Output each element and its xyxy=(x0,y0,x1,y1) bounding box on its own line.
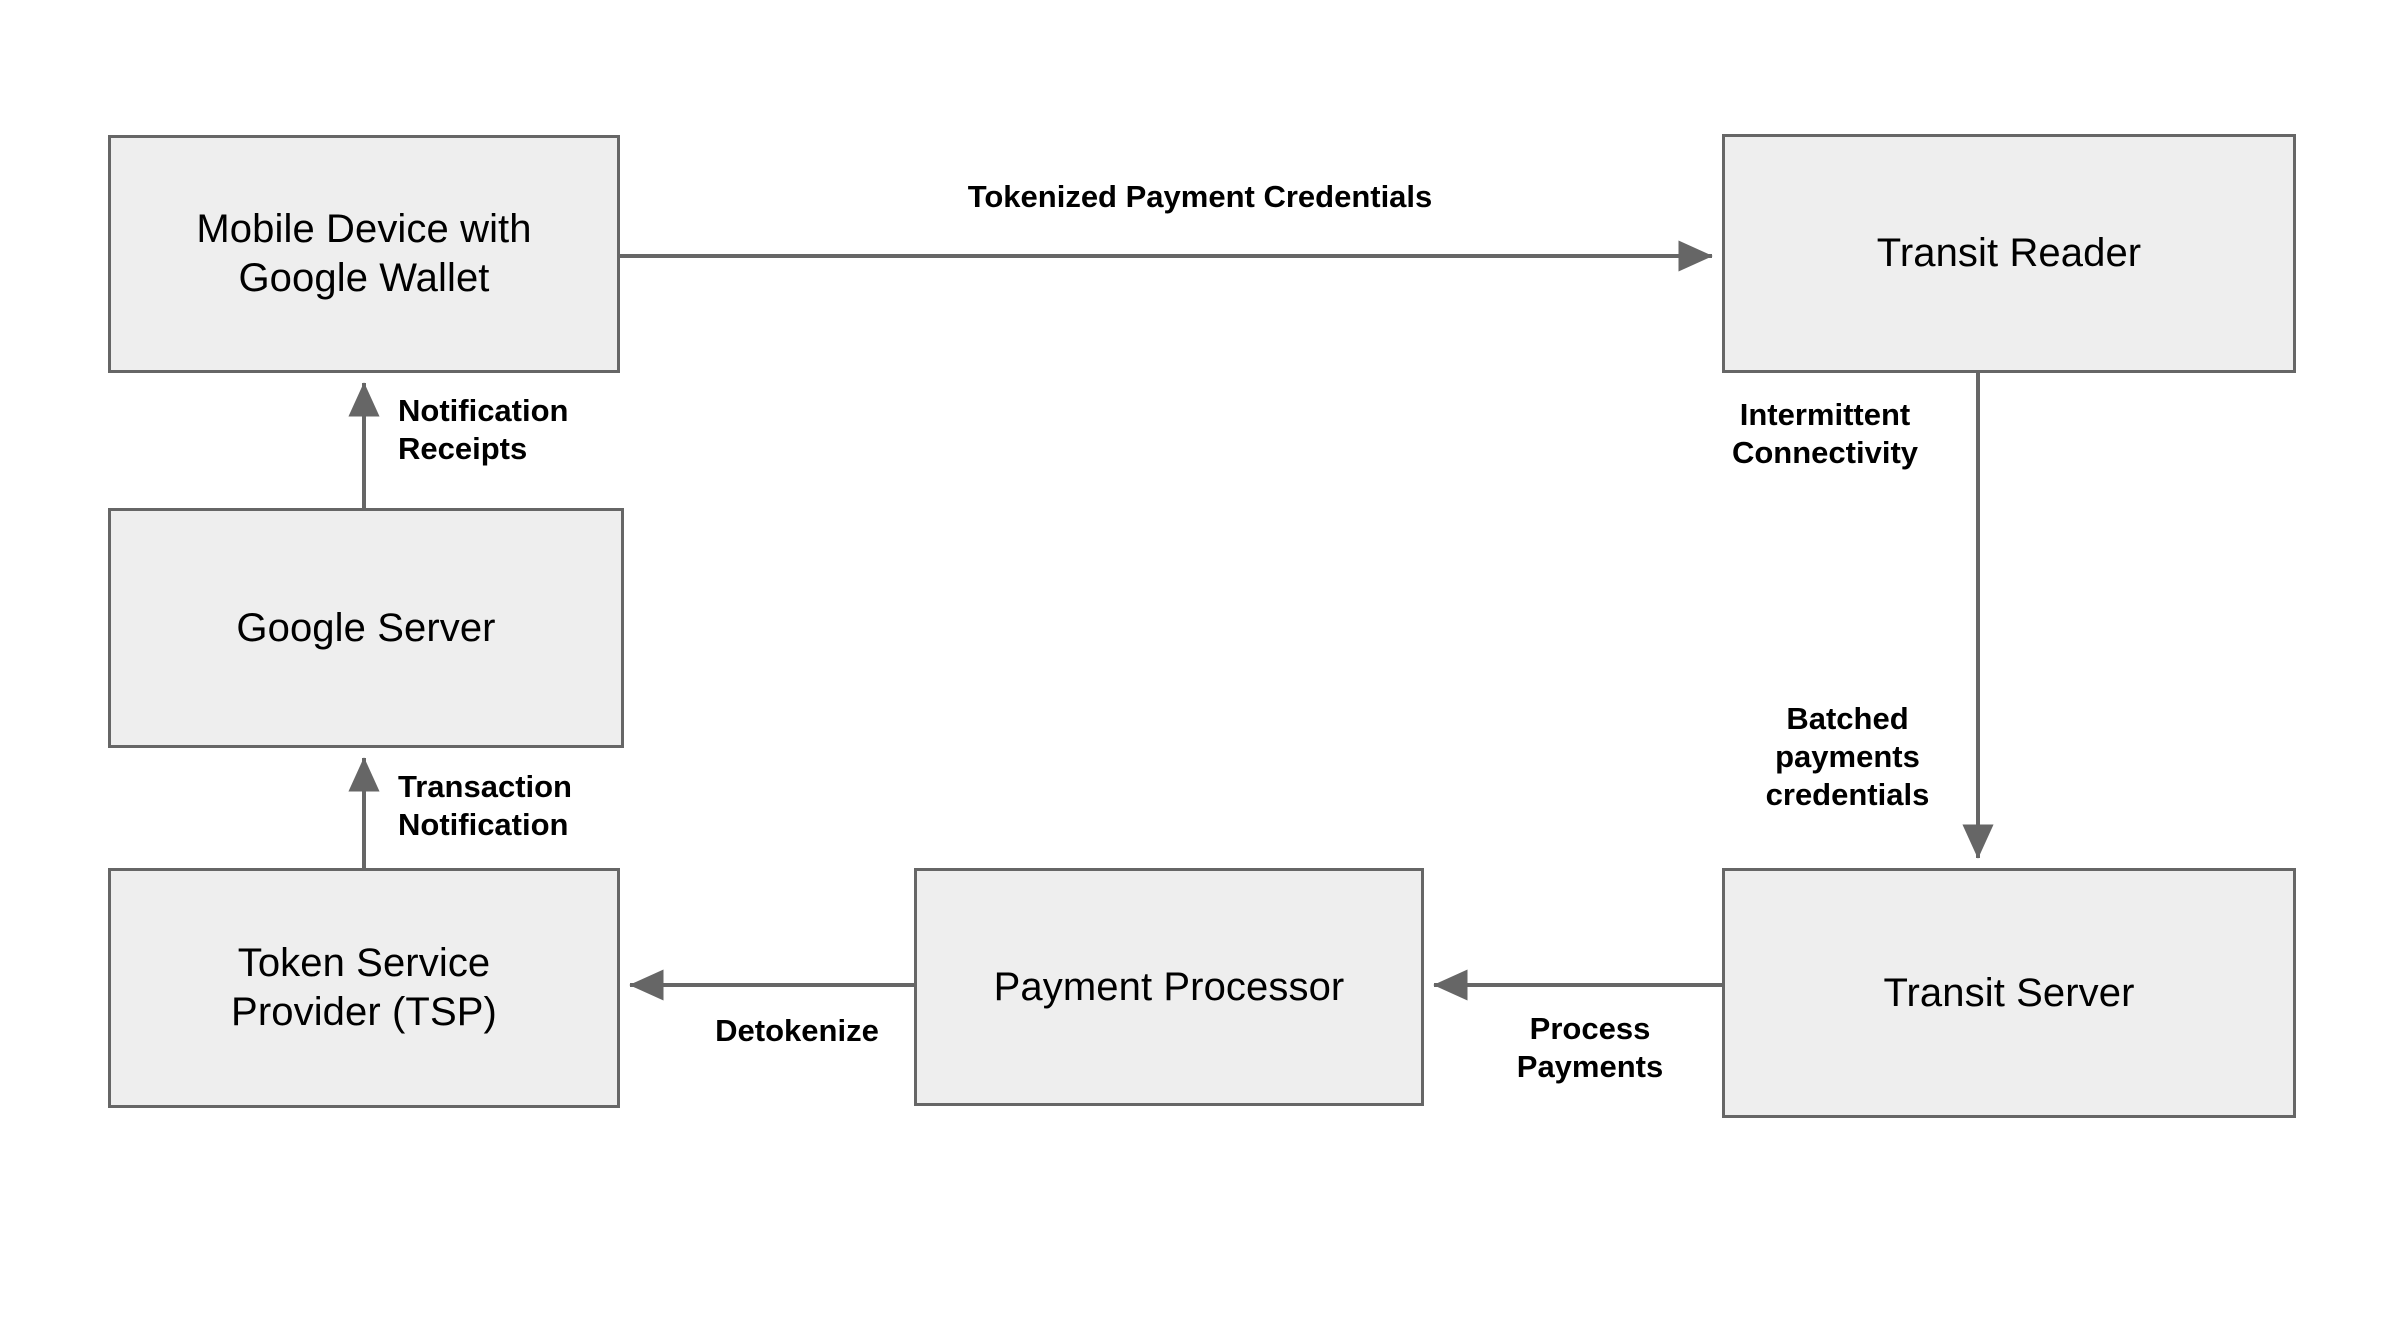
node-label: Token Service Provider (TSP) xyxy=(231,941,497,1034)
edge-label-intermittent-connectivity: Intermittent Connectivity xyxy=(1731,397,1919,470)
node-transit-reader[interactable]: Transit Reader xyxy=(1722,134,2296,373)
node-payment-processor[interactable]: Payment Processor xyxy=(914,868,1424,1106)
node-label: Mobile Device with Google Wallet xyxy=(196,207,532,300)
node-label: Google Server xyxy=(236,605,496,650)
edge-label-batched-payments-credentials: Batched payments credentials xyxy=(1765,701,1930,812)
node-mobile-device-with-google-wallet[interactable]: Mobile Device with Google Wallet xyxy=(108,135,620,373)
node-token-service-provider[interactable]: Token Service Provider (TSP) xyxy=(108,868,620,1108)
node-transit-server[interactable]: Transit Server xyxy=(1722,868,2296,1118)
node-label: Payment Processor xyxy=(993,964,1345,1009)
edge-label-notification-receipts: Notification Receipts xyxy=(398,393,569,466)
node-google-server[interactable]: Google Server xyxy=(108,508,624,748)
edge-label-transaction-notification: Transaction Notification xyxy=(398,769,572,842)
node-label: Transit Server xyxy=(1883,970,2135,1015)
edge-label-detokenize: Detokenize xyxy=(715,1013,879,1048)
node-label: Transit Reader xyxy=(1876,231,2142,276)
edge-label-process-payments: Process Payments xyxy=(1516,1011,1664,1084)
edge-label-tokenized-payment-credentials: Tokenized Payment Credentials xyxy=(967,179,1433,214)
